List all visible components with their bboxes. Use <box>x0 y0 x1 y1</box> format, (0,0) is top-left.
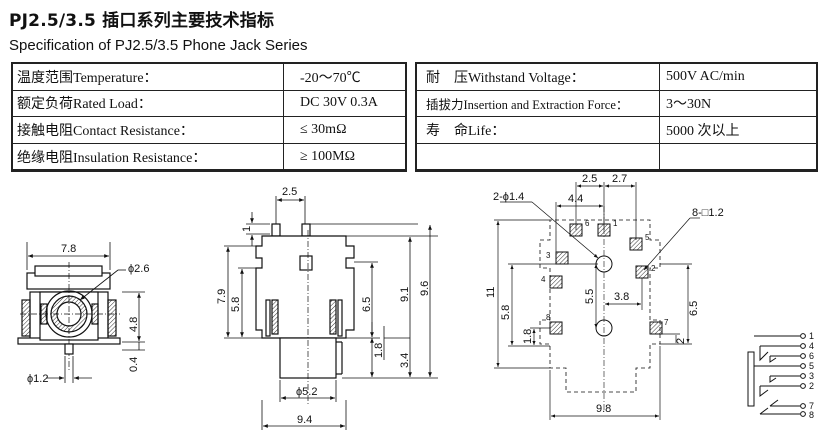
dim-pcb-11: 11 <box>485 287 497 298</box>
schematic-pin: 2 <box>809 381 814 391</box>
schematic-pin: 3 <box>809 371 814 381</box>
spec-value: 500V AC/min <box>659 63 817 91</box>
spec-value: ≥ 100MΩ <box>283 142 406 171</box>
pcb-pin-2: 2 <box>651 264 656 273</box>
dim-side-barrel: ϕ5.2 <box>296 386 317 398</box>
dim-pcb-pads: 8-□1.2 <box>692 207 724 219</box>
schematic-pin: 6 <box>809 351 814 361</box>
spec-value: DC 30V 0.3A <box>283 89 406 118</box>
table-row: 额定负荷Rated Load： DC 30V 0.3A <box>12 89 406 118</box>
dim-side-91: 9.1 <box>399 287 411 302</box>
dim-pcb-65: 6.5 <box>688 301 700 316</box>
dim-pcb-55: 5.5 <box>584 289 596 304</box>
dim-pcb-18: 1.8 <box>522 329 534 344</box>
page-subtitle: Specification of PJ2.5/3.5 Phone Jack Se… <box>9 37 308 54</box>
dim-pcb-98: 9.8 <box>596 403 611 415</box>
spec-table-right: 耐 压Withstand Voltage： 500V AC/min 插拔力Ins… <box>416 63 817 171</box>
table-row: 耐 压Withstand Voltage： 500V AC/min <box>416 63 817 91</box>
dim-front-height: 4.8 <box>128 317 140 332</box>
dim-side-tab: 1 <box>241 226 253 232</box>
dim-pcb-holes: 2-ϕ1.4 <box>493 191 524 203</box>
dim-side-65: 6.5 <box>361 297 373 312</box>
dim-pcb-44: 4.4 <box>568 193 583 205</box>
schematic-pin: 4 <box>809 341 814 351</box>
dim-side-len: 9.4 <box>297 414 312 426</box>
dim-pcb-2: 2 <box>675 338 687 344</box>
spec-frame-left <box>11 62 407 172</box>
dim-front-width: 7.8 <box>61 243 76 255</box>
dim-side-79: 7.9 <box>216 289 228 304</box>
pcb-pin-6: 6 <box>585 219 590 228</box>
spec-label: 接触电阻Contact Resistance： <box>12 116 284 144</box>
spec-label: 绝缘电阻Insulation Resistance： <box>12 142 284 171</box>
dim-front-pin: ϕ1.2 <box>27 373 48 385</box>
side-view-drawing <box>224 196 438 430</box>
pcb-pin-3: 3 <box>546 251 551 260</box>
dim-side-34: 3.4 <box>399 353 411 368</box>
dim-pcb-58: 5.8 <box>500 305 512 320</box>
dim-side-top: 2.5 <box>282 186 297 198</box>
front-view-drawing <box>17 242 145 383</box>
pcb-pin-8: 8 <box>546 313 551 322</box>
pcb-pin-5: 5 <box>645 233 650 242</box>
schematic-pin: 8 <box>809 410 814 420</box>
spec-value <box>659 142 817 171</box>
spec-label <box>416 142 660 171</box>
spec-frame-right <box>415 62 818 172</box>
table-row: 接触电阻Contact Resistance： ≤ 30mΩ <box>12 116 406 144</box>
spec-table-left: 温度范围Temperature： -20～70℃ 额定负荷Rated Load：… <box>12 63 406 171</box>
spec-value: 5000 次以上 <box>659 116 817 144</box>
pcb-pin-4: 4 <box>541 275 546 284</box>
dim-pcb-27: 2.7 <box>612 173 627 185</box>
table-row: 寿 命Life： 5000 次以上 <box>416 116 817 144</box>
dim-pcb-38: 3.8 <box>614 291 629 303</box>
dim-pcb-25: 2.5 <box>582 173 597 185</box>
spec-table: 温度范围Temperature： -20～70℃ 额定负荷Rated Load：… <box>11 62 818 173</box>
table-row <box>416 142 817 171</box>
pcb-pin-1: 1 <box>613 219 618 228</box>
pin-schematic <box>747 333 806 417</box>
dim-front-foot: 0.4 <box>128 357 140 372</box>
spec-label: 温度范围Temperature： <box>12 63 284 91</box>
table-row: 绝缘电阻Insulation Resistance： ≥ 100MΩ <box>12 142 406 171</box>
pcb-pin-7: 7 <box>664 318 669 327</box>
dim-side-18: 1.8 <box>373 343 385 358</box>
schematic-pin: 5 <box>809 361 814 371</box>
spec-label: 寿 命Life： <box>416 116 660 144</box>
schematic-pin: 7 <box>809 401 814 411</box>
page-title: PJ2.5/3.5 插口系列主要技术指标 <box>9 11 275 31</box>
schematic-pin: 1 <box>809 331 814 341</box>
dim-side-58: 5.8 <box>230 297 242 312</box>
pcb-footprint-drawing <box>494 182 700 420</box>
dim-front-hole: ϕ2.6 <box>128 263 149 275</box>
spec-value: ≤ 30mΩ <box>283 116 406 144</box>
dim-side-96: 9.6 <box>419 281 431 296</box>
